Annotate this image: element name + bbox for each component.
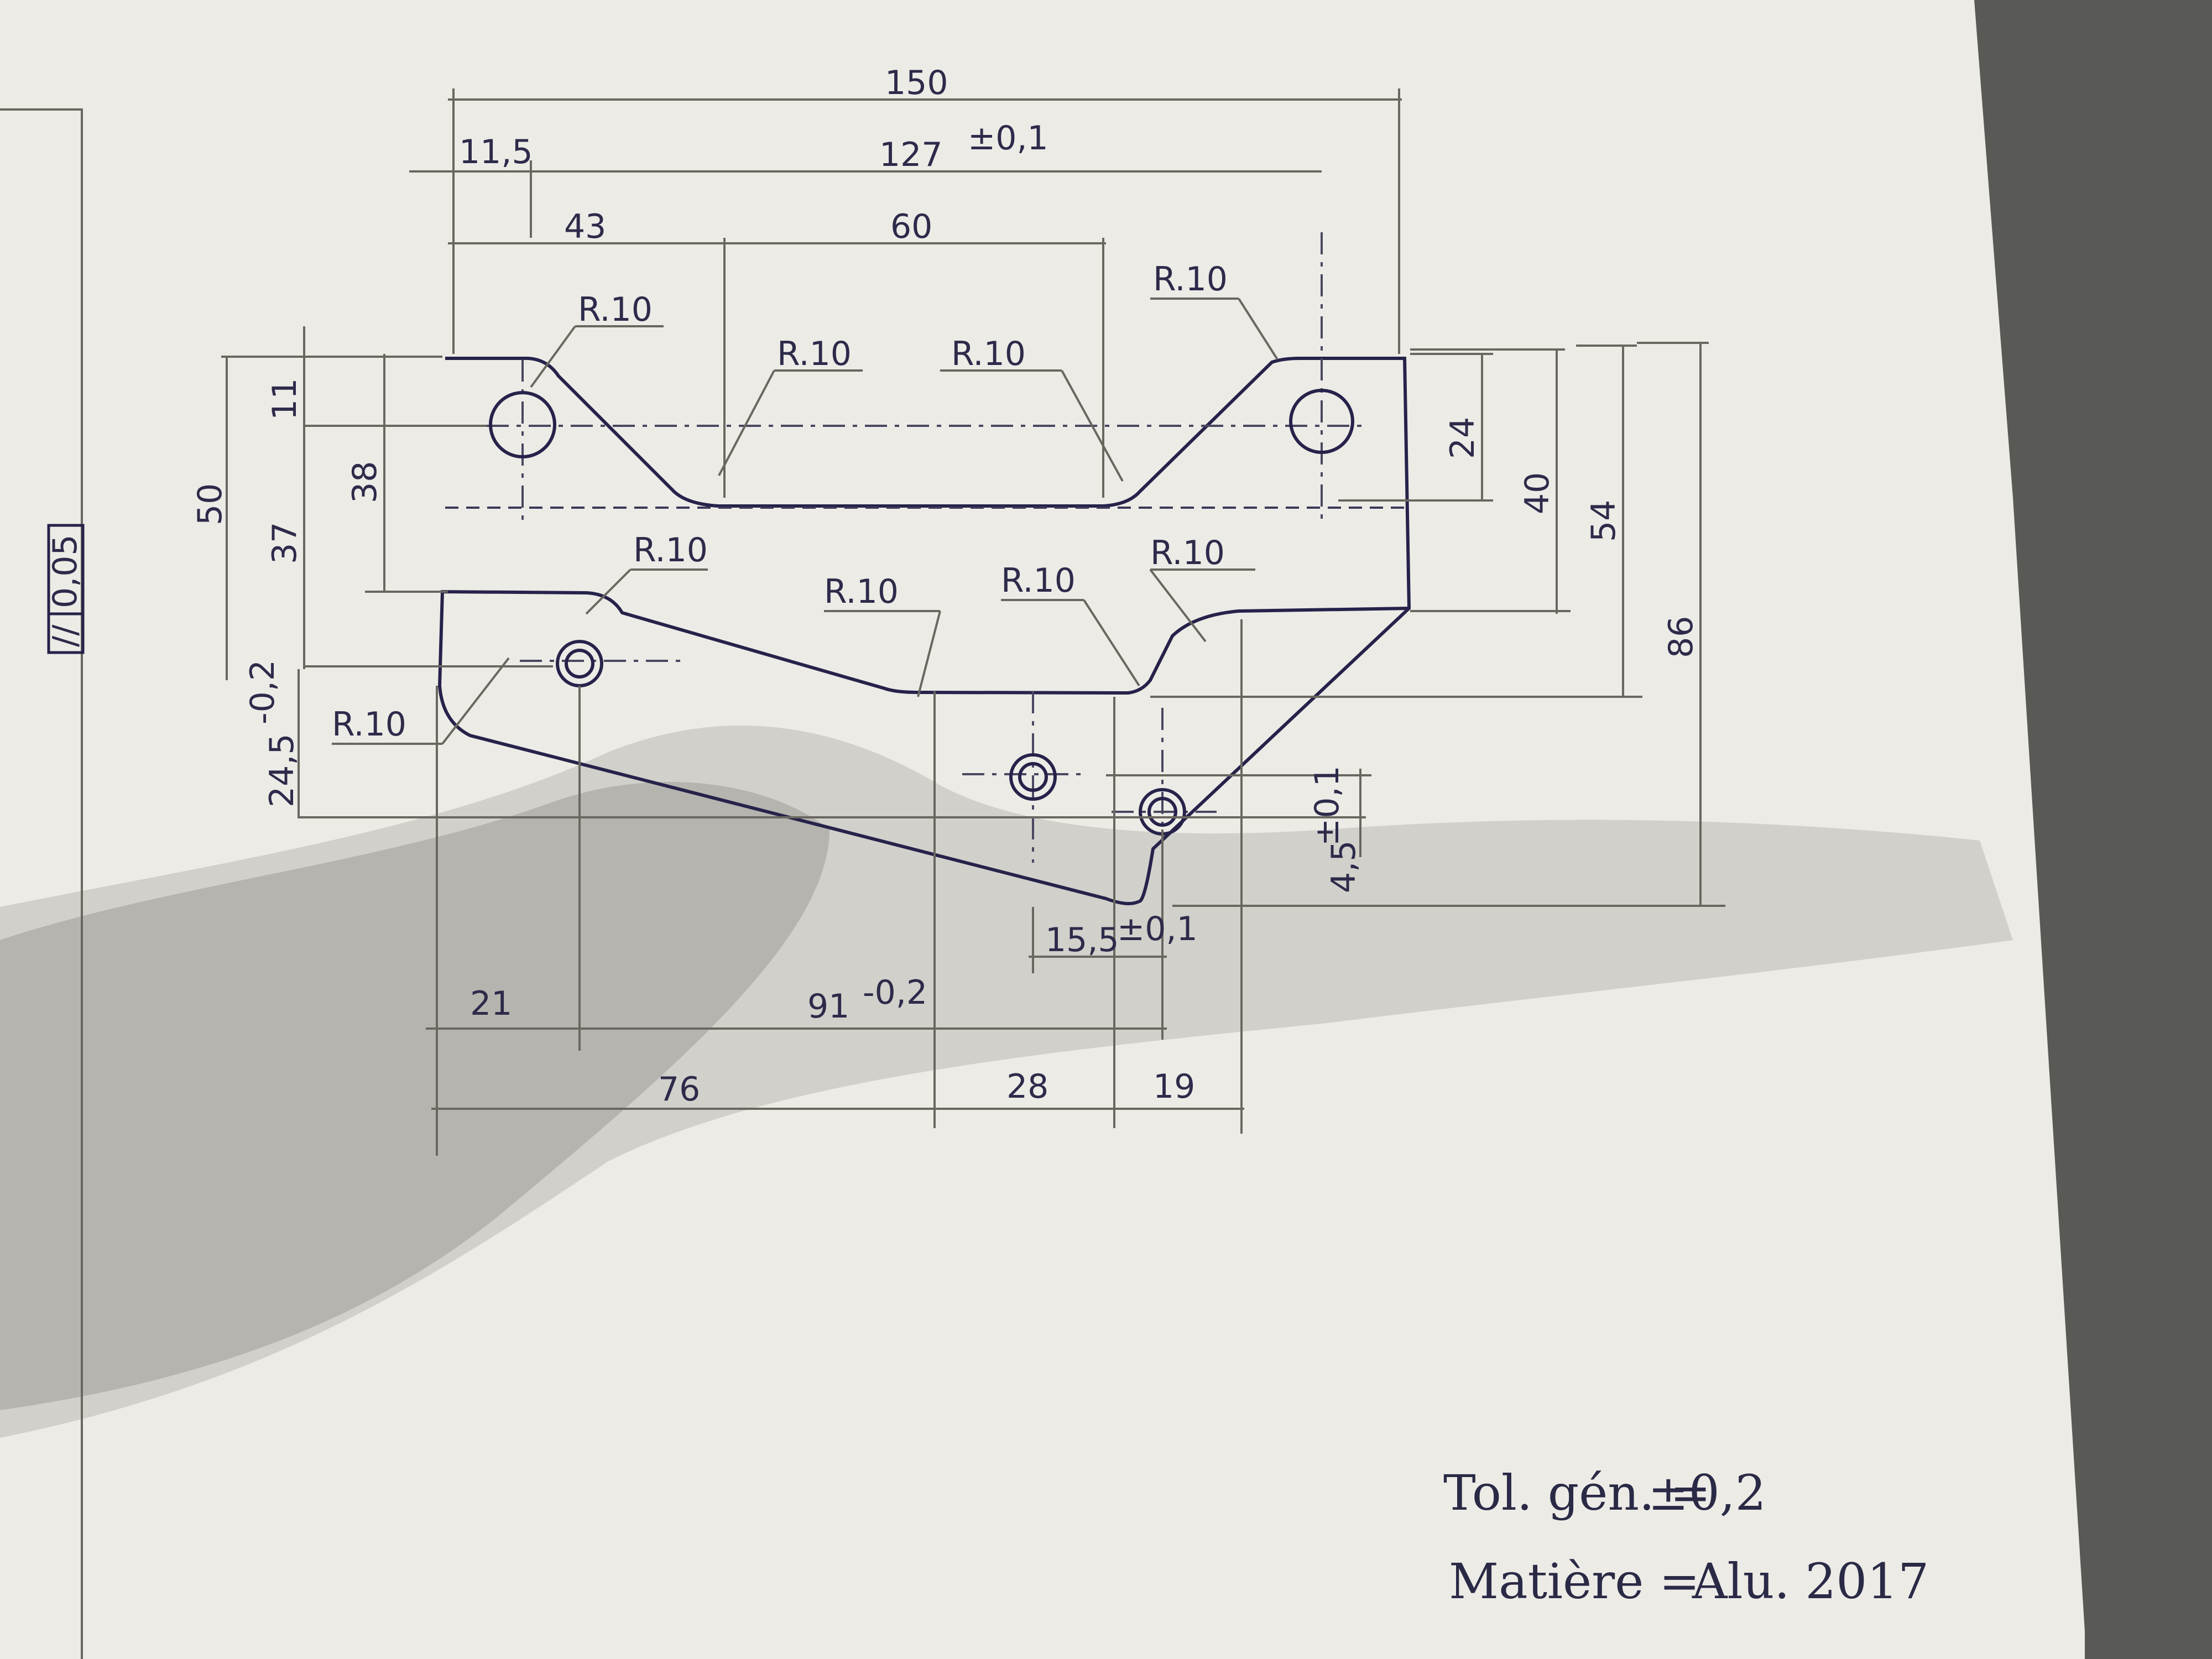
hole-upper-left [489,391,556,458]
radius-label: R.10 [1001,561,1076,600]
dim-right-24: 24 [1338,353,1493,502]
dim-50: 50 [191,483,229,525]
radius-label: R.10 [777,335,852,373]
radius-far-left: R.10 [332,657,510,745]
hole-upper-right [1289,389,1354,454]
dim-4-5: 4,5 [1324,841,1363,893]
dim-right-4-5: 4,5 ±0,1 [1106,765,1371,893]
radius-labels: R.10 R.10 R.10 R.10 R.10 R.10 [332,260,1279,745]
dim-bottom-upper: 21 91 -0,2 [426,619,1243,1156]
dim-11: 11 [265,378,304,420]
material-note-label: Matière = [1449,1553,1700,1610]
radius-label: R.10 [824,572,899,611]
dim-24-5-tol: -0,2 [243,660,282,724]
dim-86: 86 [1662,616,1700,658]
dim-24: 24 [1443,417,1482,459]
dim-76: 76 [658,1070,700,1109]
dim-bottom-lower: 76 28 19 [431,1067,1244,1110]
dim-right-86: 86 [1172,342,1725,907]
dim-38: 38 [346,461,384,503]
radius-label: R.10 [633,531,708,570]
material-note-value: Alu. 2017 [1692,1553,1929,1610]
radius-lower-mid: R.10 [824,572,941,697]
dim-overall-width: 150 [448,64,1402,354]
radius-label: R.10 [951,335,1026,373]
dim-60: 60 [890,207,932,246]
dim-bottom-15-5: 15,5 ±0,1 [1029,907,1198,973]
radius-label: R.10 [1153,260,1228,299]
dim-21: 21 [470,984,512,1023]
radius-label: R.10 [578,290,653,329]
tolerance-frame-value: 0,05 [46,534,85,608]
dim-37: 37 [265,522,304,564]
dim-127-tol: ±0,1 [968,119,1048,158]
dim-43: 43 [564,207,606,246]
dim-left-50: 50 [191,356,442,680]
radius-label: R.10 [1150,534,1225,572]
radius-lower-mid-right: R.10 [1001,561,1140,687]
title-frame-line [0,108,83,1659]
dim-15-5: 15,5 [1045,921,1119,959]
radius-upper-mid-left: R.10 [718,335,863,476]
dim-11-5: 11,5 [459,133,533,171]
dim-54: 54 [1584,500,1623,542]
dim-28: 28 [1006,1067,1048,1106]
radius-lower-right: R.10 [1149,534,1255,643]
radius-upper-left: R.10 [530,290,664,388]
dim-hole-spacing: 11,5 127 ±0,1 [409,119,1322,238]
dim-150: 150 [885,64,948,102]
part-outline [437,357,1411,905]
radius-lower-left-top: R.10 [585,531,708,615]
dim-left-11-37: 11 37 [265,326,553,669]
tolerance-note-label: Tol. gén. = [1443,1464,1711,1521]
drawing-notes: Tol. gén. = ±0,2 Matière = Alu. 2017 [1443,1464,1929,1610]
tolerance-frame-symbol: // [46,624,85,647]
dim-left-24-5: 24,5 -0,2 [243,660,1366,818]
dim-91-tol: -0,2 [863,973,927,1012]
tolerance-note-value: ±0,2 [1648,1464,1766,1521]
dim-127: 127 [879,135,943,174]
dim-left-38: 38 [346,354,448,593]
dim-right-54: 54 [1150,345,1642,698]
radius-label: R.10 [332,705,406,744]
dim-4-5-tol: ±0,1 [1308,765,1347,846]
dim-24-5: 24,5 [263,733,301,807]
dim-40: 40 [1518,472,1557,514]
hole-middle [1009,753,1057,801]
dim-15-5-tol: ±0,1 [1117,910,1198,948]
tolerance-frame: // 0,05 [46,524,85,654]
dim-top-segments: 43 60 [448,207,1106,498]
dim-right-40: 40 [1410,348,1571,614]
dim-91: 91 [807,987,849,1026]
hand-shadow-dark [0,781,830,1410]
radius-upper-right: R.10 [1150,260,1279,361]
radius-upper-mid-right: R.10 [940,335,1124,482]
dim-19: 19 [1153,1067,1195,1106]
